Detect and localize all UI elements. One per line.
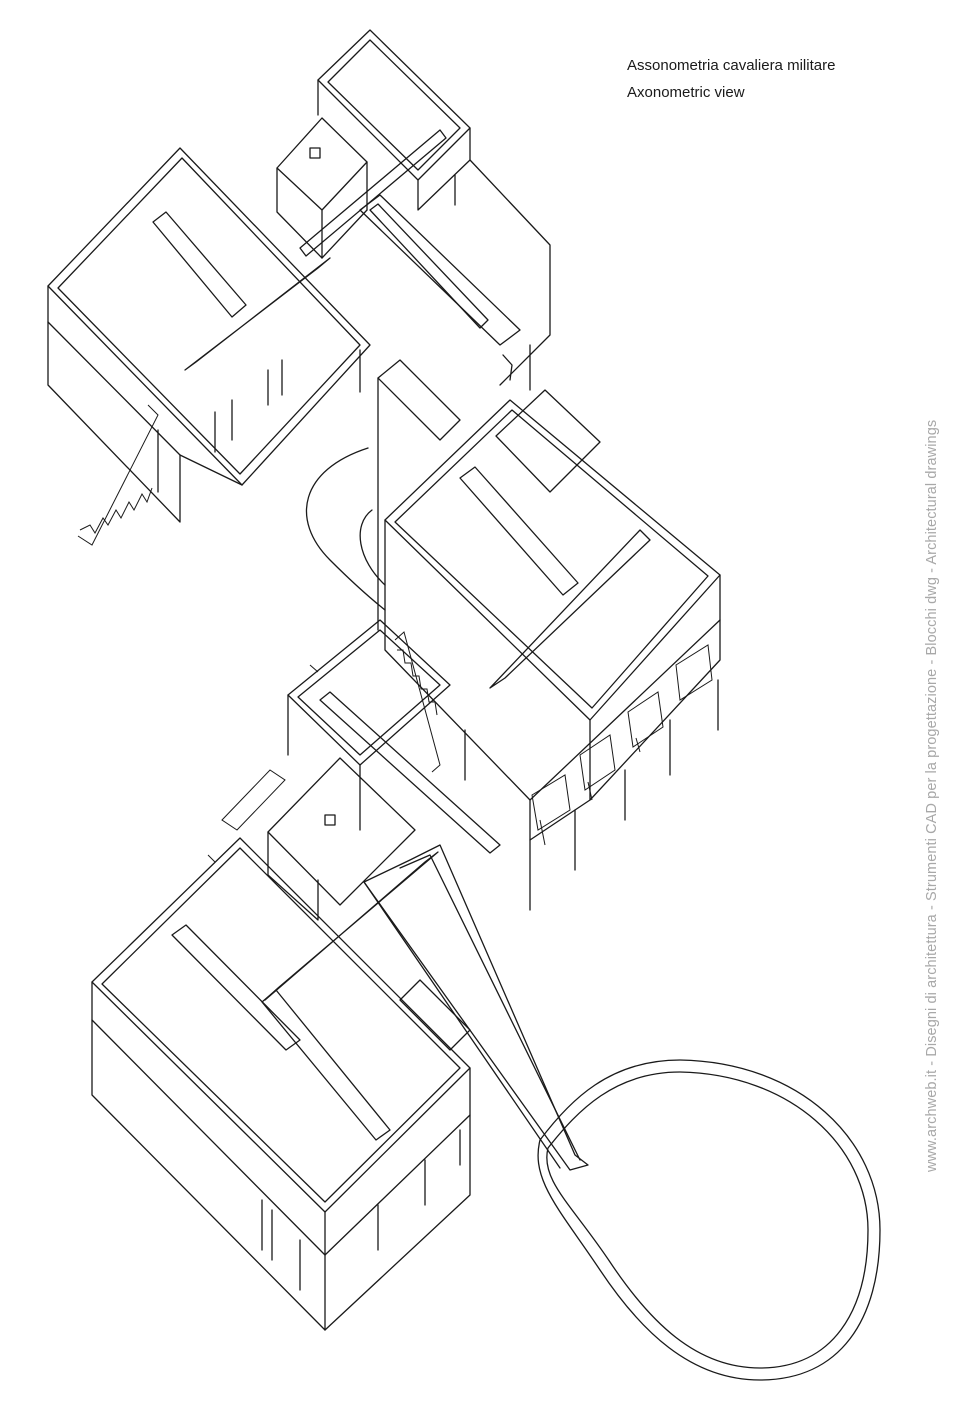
bottom-balconies <box>207 664 319 863</box>
curved-ramp <box>305 447 386 611</box>
stair-middle <box>394 631 441 773</box>
loop-pool <box>537 1059 881 1381</box>
top-cube <box>276 117 368 259</box>
middle-balconies <box>531 644 713 846</box>
stair-left <box>77 404 159 546</box>
bottom-connector <box>287 619 501 854</box>
title-english: Axonometric view <box>627 84 745 101</box>
middle-block <box>377 359 721 911</box>
bottom-block <box>91 837 471 1331</box>
top-arm <box>299 29 551 391</box>
top-left-block <box>47 147 371 523</box>
long-ramp <box>363 844 589 1171</box>
bottom-cube <box>267 757 416 921</box>
title-italian: Assonometria cavaliera militare <box>627 57 836 74</box>
